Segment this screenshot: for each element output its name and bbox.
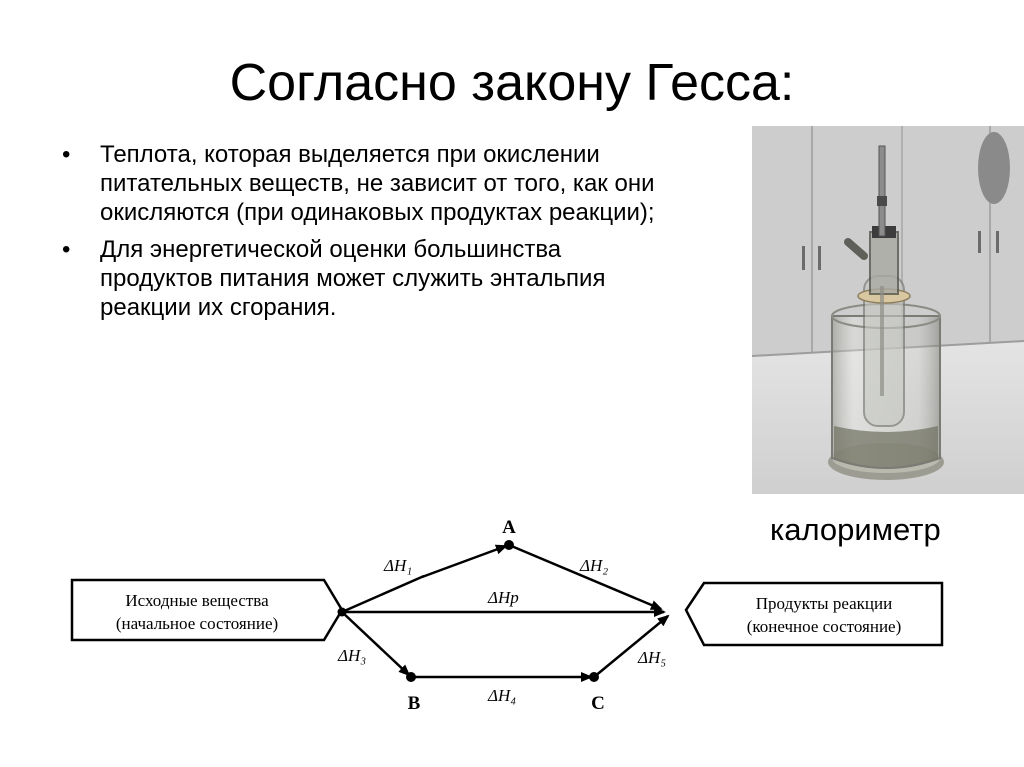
hess-cycle-diagram: Исходные вещества (начальное состояние) … bbox=[70, 517, 944, 714]
dhp-label: ΔHр bbox=[487, 588, 519, 607]
node-b-label: B bbox=[408, 693, 421, 714]
dh2-label: ΔH₂ bbox=[579, 556, 608, 575]
bullet-item: • Теплота, которая выделяется при окисле… bbox=[62, 140, 662, 227]
slide-title: Согласно закону Гесса: bbox=[229, 54, 795, 112]
dh4-label: ΔH₄ bbox=[487, 686, 516, 705]
photo-caption: калориметр bbox=[770, 512, 941, 547]
dh3-label: ΔH₃ bbox=[337, 646, 366, 665]
end-state-box bbox=[684, 581, 944, 647]
bullet-dot: • bbox=[62, 141, 71, 168]
path-c-to-end bbox=[593, 614, 670, 678]
bullet-list: • Теплота, которая выделяется при окисле… bbox=[62, 140, 662, 330]
start-state-box bbox=[70, 578, 344, 642]
arrow-start-to-a bbox=[421, 544, 508, 579]
dh1-label: ΔH₁ bbox=[383, 556, 412, 575]
end-state-line1: Продукты реакции bbox=[756, 594, 892, 613]
calorimeter-photo bbox=[752, 126, 1024, 494]
path-start-to-a bbox=[341, 574, 425, 614]
bullet-item: • Для энергетической оценки большинства … bbox=[62, 235, 662, 322]
node-a-label: A bbox=[502, 517, 516, 538]
start-state-line2: (начальное состояние) bbox=[116, 614, 278, 633]
end-state-line2: (конечное состояние) bbox=[747, 617, 902, 636]
path-start-to-b bbox=[341, 611, 411, 677]
bullet-text: Теплота, которая выделяется при окислени… bbox=[100, 141, 655, 226]
path-a-to-end bbox=[508, 543, 663, 611]
start-state-line1: Исходные вещества bbox=[125, 591, 269, 610]
node-c-label: C bbox=[591, 693, 605, 714]
dh5-label: ΔH₅ bbox=[637, 648, 666, 667]
bullet-text: Для энергетической оценки большинства пр… bbox=[100, 236, 606, 321]
bullet-dot: • bbox=[62, 236, 71, 263]
